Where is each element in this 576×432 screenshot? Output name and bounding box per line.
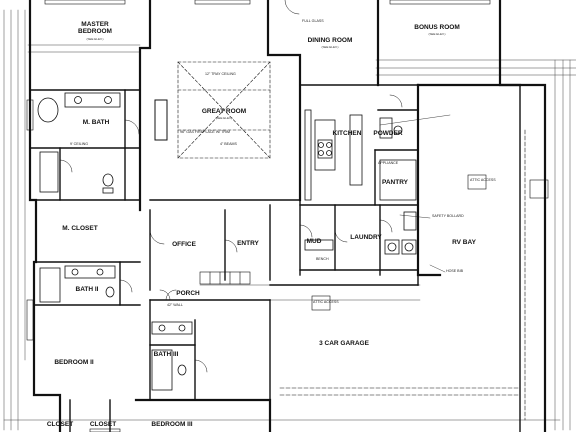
room-label-kitchen: KITCHEN xyxy=(332,130,362,137)
attic-access xyxy=(311,174,549,311)
dimension-lines xyxy=(3,9,576,431)
door-swings xyxy=(59,0,403,373)
room-area-dining-room: (SEE ELEV.) xyxy=(321,45,339,49)
note-half-wall: 42" WALL xyxy=(167,303,183,307)
fireplace xyxy=(154,99,168,141)
room-label-master-bedroom: MASTER BEDROOM xyxy=(78,21,112,35)
note-bench: BENCH xyxy=(316,257,329,261)
garage-steps xyxy=(199,271,251,285)
exterior-walls xyxy=(28,0,547,432)
room-label-garage: 3 CAR GARAGE xyxy=(319,340,369,347)
room-label-mud: MUD xyxy=(306,238,322,245)
laundry-fixtures xyxy=(304,117,417,255)
great-room-tray-ceiling xyxy=(177,61,271,159)
kitchen-counters xyxy=(304,109,363,201)
room-label-bath-iii: BATH III xyxy=(153,351,179,358)
room-label-office: OFFICE xyxy=(172,241,196,248)
room-label-rv-bay: RV BAY xyxy=(452,239,476,246)
room-label-porch: PORCH xyxy=(176,290,200,297)
note-appliance: APPLIANCE xyxy=(378,161,399,165)
note-tray-ceiling: 12" TRAY CEILING xyxy=(205,72,236,76)
room-label-bonus-room: BONUS ROOM xyxy=(414,24,460,31)
room-label-entry: ENTRY xyxy=(237,240,259,247)
room-label-laundry: LAUNDRY xyxy=(350,234,382,241)
room-label-closet-2: CLOSET xyxy=(89,421,117,428)
room-label-dining-room: DINING ROOM xyxy=(307,37,353,44)
note-attic-access: ATTIC ACCESS xyxy=(470,178,496,182)
interior-walls xyxy=(29,84,521,432)
room-label-m-closet: M. CLOSET xyxy=(62,225,98,232)
room-label-bedroom-ii: BEDROOM II xyxy=(54,359,94,366)
room-area-great-room: (SEE ELEV.) xyxy=(215,116,233,120)
windows xyxy=(26,0,491,432)
room-area-master-bedroom: (SEE ELEV.) xyxy=(86,37,104,41)
room-label-pantry: PANTRY xyxy=(382,179,408,186)
room-label-bath-ii: BATH II xyxy=(75,286,99,293)
room-label-closet-1: CLOSET xyxy=(46,421,74,428)
note-fireplace: 96" GAS FIREPLACE W/ TRIM xyxy=(180,130,230,134)
garage-doors xyxy=(279,129,526,421)
room-label-m-bath: M. BATH xyxy=(82,119,110,126)
note-ceiling-ref: 9' CEILING xyxy=(70,142,89,146)
room-area-bonus-room: (SEE ELEV.) xyxy=(428,32,446,36)
note-hose-bib: HOSE BIB xyxy=(446,269,463,273)
room-label-great-room: GREAT ROOM xyxy=(201,108,247,115)
master-bath-fixtures xyxy=(37,92,121,194)
room-label-powder: POWDER xyxy=(373,130,403,137)
leader-lines xyxy=(379,114,451,273)
room-label-bedroom-iii: BEDROOM III xyxy=(151,421,193,428)
bath-fixtures xyxy=(39,265,193,391)
note-safety-bollard: SAFETY BOLLARD xyxy=(432,214,464,218)
note-full-glass: FULL GLASS xyxy=(302,19,324,23)
note-beams: 4" BEAMS xyxy=(220,142,237,146)
note-attic-access-2: ATTIC ACCESS xyxy=(313,300,339,304)
